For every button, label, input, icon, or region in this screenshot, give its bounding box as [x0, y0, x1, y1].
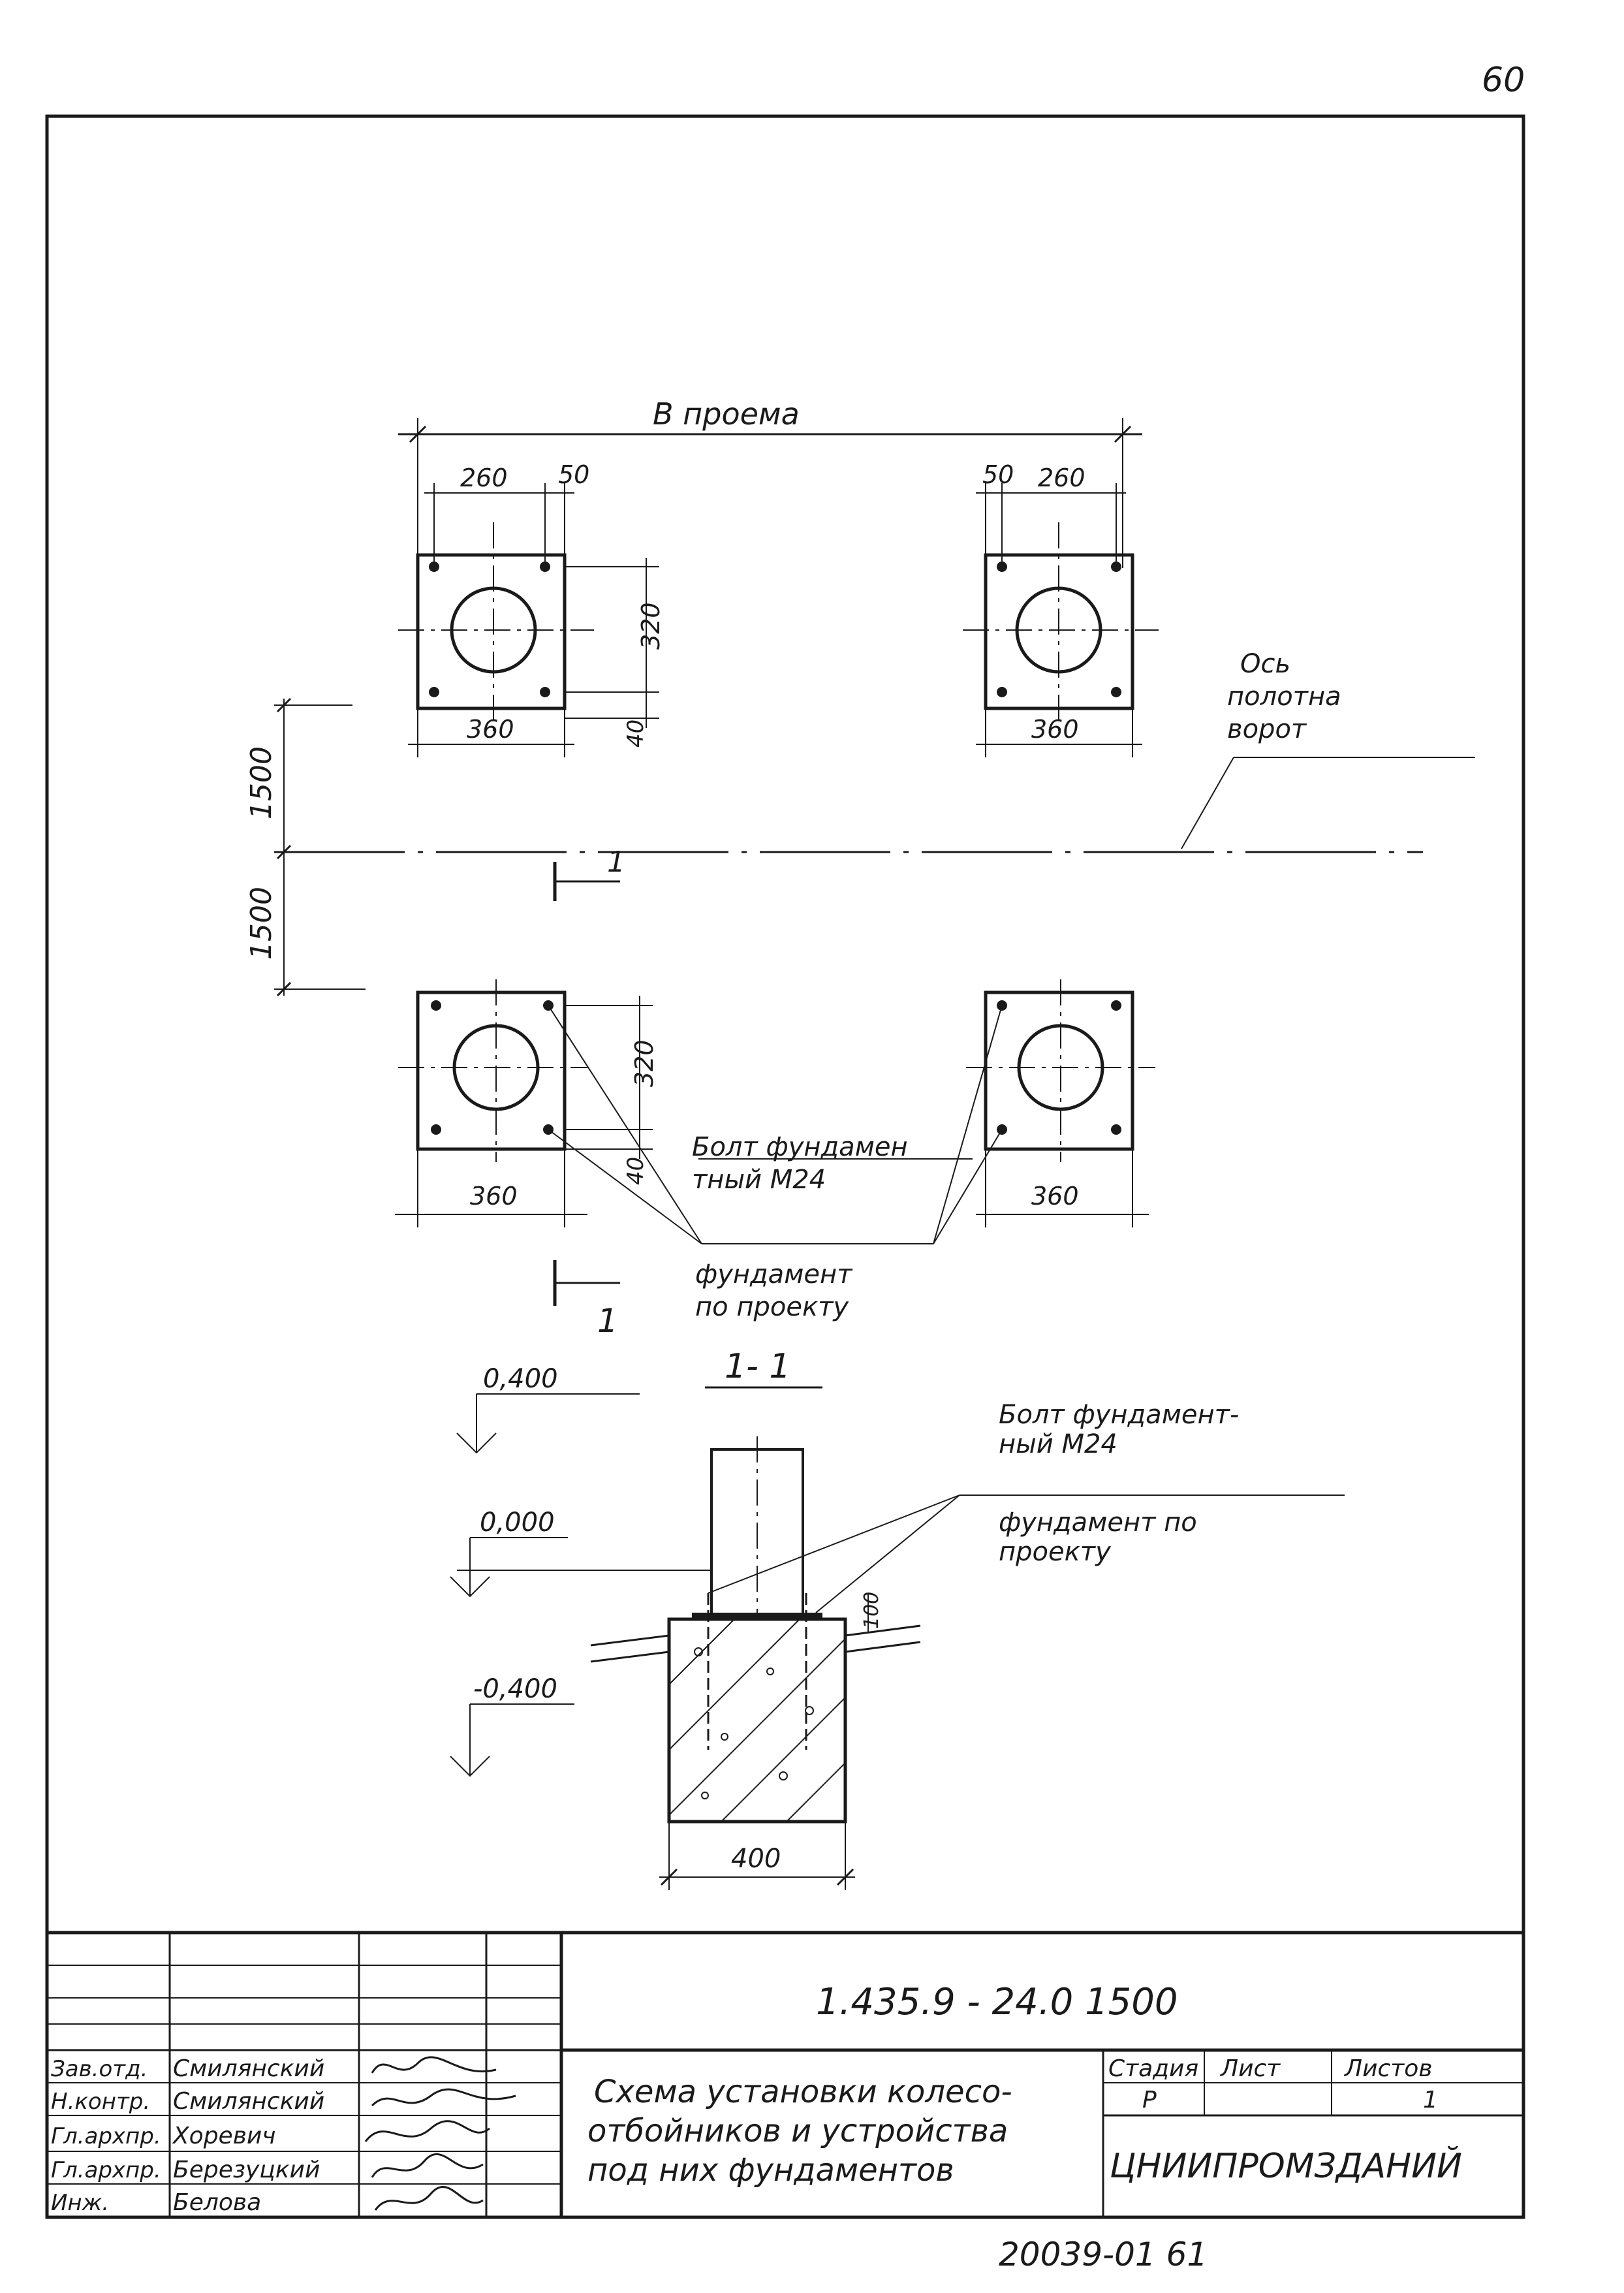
plate-bottom-left: 320 40 360 — [395, 979, 659, 1227]
name-5: Белова — [173, 2189, 261, 2216]
level-top: 0,400 — [483, 1364, 558, 1394]
section-1-1: 1- 1 0,400 0,000 -0,400 — [450, 1347, 1345, 1890]
gate-axis: 1500 1500 Ось полотна ворот — [245, 649, 1475, 997]
section-title: 1- 1 — [725, 1347, 790, 1386]
opening-dimension: В проема — [398, 396, 1142, 568]
section-foundation-label-line2: проекту — [999, 1537, 1112, 1567]
section-bolt-label-line1: Болт фундамент- — [999, 1400, 1239, 1430]
concrete-hatching — [668, 1619, 846, 1822]
name-3: Хоревич — [172, 2123, 276, 2149]
dim-360-bl: 360 — [470, 1182, 518, 1210]
page-number: 60 — [1482, 61, 1525, 100]
dim-50-tr: 50 — [982, 460, 1014, 489]
stage-header: Стадия — [1108, 2055, 1198, 2082]
document-code: 1.435.9 - 24.0 1500 — [816, 1981, 1178, 2023]
axis-label-line3: ворот — [1227, 714, 1307, 744]
role-4: Гл.архпр. — [51, 2157, 161, 2183]
dim-360-br: 360 — [1031, 1182, 1079, 1210]
axis-label-line1: Ось — [1240, 649, 1290, 679]
role-3: Гл.архпр. — [51, 2123, 161, 2149]
plan-leaders: Болт фундамен тный М24 фундамент по прое… — [548, 1005, 1003, 1322]
plate-bottom-right: 360 — [966, 979, 1155, 1227]
role-5: Инж. — [51, 2190, 109, 2216]
dim-360-tl: 360 — [467, 715, 514, 744]
plan-foundation-label-line2: по проекту — [695, 1292, 849, 1322]
section-mark-bottom: 1 — [553, 1260, 620, 1340]
dim-320-tl: 320 — [636, 602, 665, 650]
sheet-frame — [45, 114, 1525, 2219]
plate-top-right: 50 260 360 — [963, 460, 1159, 757]
organization-name: ЦНИИПРОМЗДАНИЙ — [1110, 2146, 1462, 2186]
section-mark-top: 1 — [553, 846, 625, 901]
dim-360-tr: 360 — [1031, 715, 1079, 744]
level-bottom: -0,400 — [473, 1674, 557, 1704]
name-2: Смилянский — [173, 2088, 324, 2115]
dim-50-tl: 50 — [558, 460, 589, 489]
signatures — [364, 2056, 516, 2211]
dim-1500-top: 1500 — [245, 746, 278, 819]
section-mark-label-bottom: 1 — [597, 1302, 618, 1340]
sheets-value: 1 — [1423, 2087, 1438, 2113]
sheet-header: Лист — [1219, 2055, 1281, 2082]
footer-code: 20039-01 61 — [999, 2236, 1208, 2273]
drawing-title-line2: отбойников и устройства — [587, 2113, 1008, 2149]
drawing-title-line3: под них фундаментов — [587, 2152, 954, 2189]
name-1: Смилянский — [173, 2055, 324, 2082]
plan-bolt-label-line1: Болт фундамен — [692, 1132, 908, 1162]
dim-40-tl: 40 — [623, 720, 649, 748]
plan-foundation-label-line1: фундамент — [695, 1259, 853, 1289]
dim-320-bl: 320 — [630, 1039, 659, 1087]
role-1: Зав.отд. — [51, 2056, 148, 2082]
axis-label-line2: полотна — [1227, 682, 1341, 712]
section-mark-label-top: 1 — [607, 846, 625, 879]
dim-260-tr: 260 — [1038, 464, 1085, 492]
drawing-title-line1: Схема установки колесо- — [594, 2074, 1012, 2110]
plate-top-left: 260 50 320 40 360 — [398, 460, 665, 757]
role-2: Н.контр. — [51, 2089, 150, 2115]
opening-label: В проема — [653, 396, 800, 432]
section-foundation-label-line1: фундамент по — [999, 1508, 1197, 1538]
name-4: Березуцкий — [173, 2157, 320, 2183]
level-zero: 0,000 — [480, 1508, 555, 1538]
dim-260-tl: 260 — [460, 464, 508, 492]
dim-100: 100 — [860, 1592, 883, 1629]
dim-1500-bottom: 1500 — [245, 887, 278, 960]
sheets-header: Листов — [1343, 2055, 1432, 2082]
dim-40-bl: 40 — [623, 1157, 649, 1185]
plan-bolt-label-line2: тный М24 — [692, 1165, 826, 1195]
dim-400: 400 — [731, 1844, 781, 1874]
section-bolt-label-line2: ный М24 — [999, 1429, 1117, 1459]
stage-value: Р — [1142, 2087, 1157, 2113]
title-block: 1.435.9 - 24.0 1500 Зав.отд. Н.контр. Гл… — [47, 1931, 1523, 2217]
